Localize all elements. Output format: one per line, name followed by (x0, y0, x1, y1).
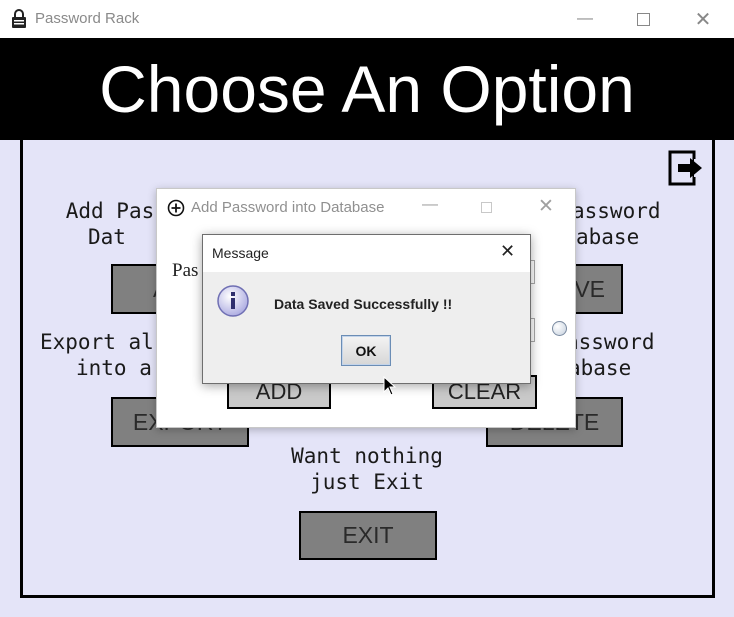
delete-option-text: assword abase (566, 330, 655, 380)
minimize-button[interactable]: — (556, 0, 614, 38)
page-title: Choose An Option (0, 38, 734, 140)
mouse-cursor-icon (383, 376, 397, 396)
plus-circle-icon (167, 199, 185, 217)
close-icon: ✕ (500, 241, 516, 261)
message-close-button[interactable]: ✕ (500, 241, 515, 262)
dialog-minimize-button[interactable]: — (422, 196, 438, 214)
window-title: Password Rack (35, 10, 140, 27)
maximize-icon (636, 12, 650, 26)
dialog-field-2[interactable] (527, 318, 535, 342)
dialog-field-label: Pas (172, 260, 199, 281)
lock-icon (12, 9, 26, 28)
close-icon: ✕ (538, 196, 554, 217)
exit-button[interactable]: EXIT (299, 511, 437, 560)
export-option-text: Export al into a (40, 330, 154, 380)
dialog-maximize-button[interactable] (481, 202, 492, 213)
panel-border (20, 140, 715, 598)
message-text: Data Saved Successfully !! (274, 296, 453, 312)
retrieve-option-text: assword abase (572, 199, 661, 249)
minimize-icon: — (422, 196, 438, 213)
show-password-toggle[interactable] (552, 321, 567, 336)
dialog-close-button[interactable]: ✕ (538, 195, 554, 218)
close-icon: ✕ (694, 8, 712, 31)
ok-button[interactable]: OK (341, 335, 391, 366)
close-button[interactable]: ✕ (674, 0, 732, 38)
title-bar (0, 0, 734, 38)
maximize-button[interactable] (614, 0, 672, 38)
dialog-field-1[interactable] (527, 260, 535, 284)
exit-icon[interactable] (668, 150, 708, 186)
message-title-bar (203, 235, 530, 272)
dialog-title: Add Password into Database (191, 199, 385, 216)
exit-option-text: Want nothing just Exit (291, 444, 443, 494)
add-option-text: Add Pas Dat (65, 199, 155, 249)
minimize-icon: — (577, 10, 593, 27)
info-icon (217, 285, 249, 317)
message-title: Message (212, 245, 269, 261)
